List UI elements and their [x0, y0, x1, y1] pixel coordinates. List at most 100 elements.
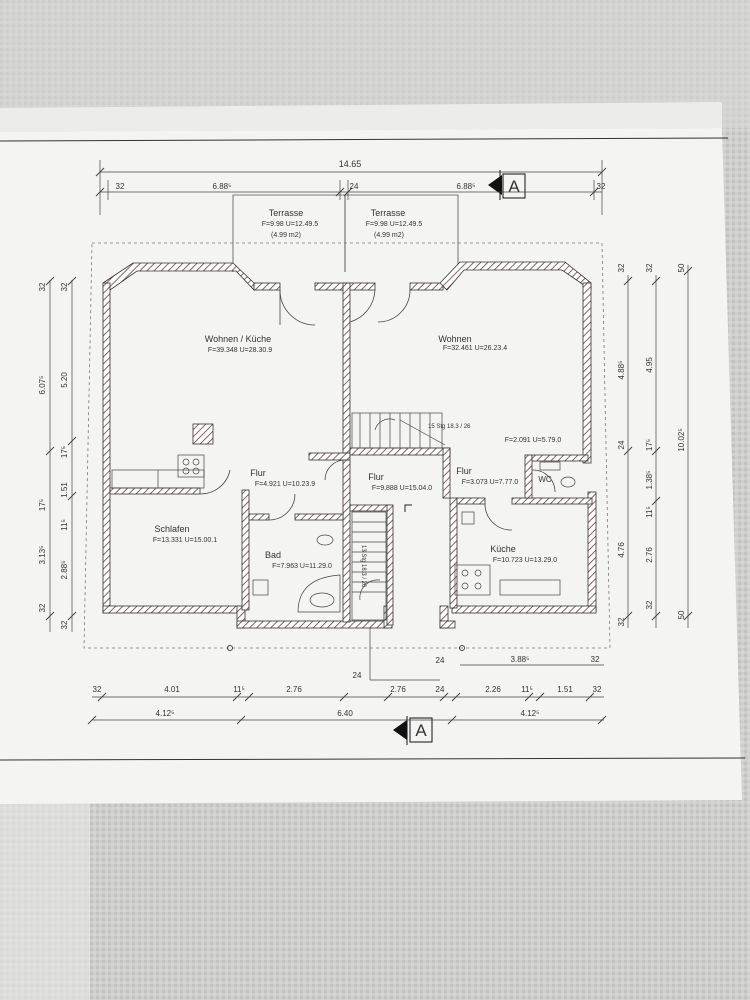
fixtures [111, 454, 576, 613]
interior-walls [109, 282, 593, 626]
room-name: Flur [456, 466, 472, 476]
room-flur-center: Flur F=9.888 U=15.04.0 [368, 472, 432, 492]
room-area: F=39.348 U=28.30.9 [208, 347, 272, 354]
svg-text:4.12⁵: 4.12⁵ [521, 709, 540, 718]
svg-text:2.76: 2.76 [390, 685, 406, 694]
dim-bottom-24-extra: 24 [436, 656, 445, 665]
stair-lower [351, 511, 387, 621]
svg-text:50: 50 [677, 263, 686, 272]
svg-text:32: 32 [645, 263, 654, 272]
dims-bottom-row2: 4.12⁵ 6.40 4.12⁵ [156, 709, 540, 718]
svg-text:24: 24 [353, 671, 362, 680]
svg-text:11⁵: 11⁵ [521, 685, 533, 694]
room-name: Bad [265, 550, 281, 560]
room-area: F=9.98 U=12.49.5 [366, 221, 423, 228]
svg-text:32: 32 [60, 620, 69, 629]
svg-text:11⁵: 11⁵ [60, 519, 69, 531]
room-name: Flur [250, 468, 266, 478]
dim-top-32-right: 32 [597, 182, 606, 191]
room-area: F=13.331 U=15.00.1 [153, 537, 217, 544]
stair-upper [351, 412, 446, 449]
room-wohnen: Wohnen F=32.461 U=26.23.4 [438, 334, 507, 352]
svg-text:1.51: 1.51 [557, 685, 573, 694]
svg-text:32: 32 [645, 600, 654, 609]
dims-right-outer: 50 10.02⁵ 50 [677, 263, 686, 619]
room-wc: WC F=2.091 U=5.79.0 [505, 437, 562, 484]
svg-text:2.76: 2.76 [286, 685, 302, 694]
room-name: Küche [490, 544, 516, 554]
svg-text:32: 32 [60, 282, 69, 291]
dimension-ticks [45, 167, 693, 725]
dim-top-32-left: 32 [116, 182, 125, 191]
svg-text:4.95: 4.95 [645, 357, 654, 373]
room-name: Terrasse [371, 208, 406, 218]
room-name: Schlafen [154, 524, 189, 534]
svg-text:11⁵: 11⁵ [233, 685, 245, 694]
svg-text:17⁵: 17⁵ [645, 439, 654, 451]
room-extra: (4.99 m2) [271, 232, 301, 239]
section-label-bottom: A [415, 721, 427, 740]
svg-text:32: 32 [38, 603, 47, 612]
room-area: F=7.963 U=11.29.0 [272, 563, 332, 570]
room-name: Wohnen [438, 334, 471, 344]
room-name: Terrasse [269, 208, 304, 218]
svg-text:24: 24 [617, 440, 626, 449]
svg-text:32: 32 [38, 282, 47, 291]
svg-text:4.01: 4.01 [164, 685, 180, 694]
door-swings [199, 289, 556, 531]
exterior-walls [102, 261, 597, 629]
dim-left-175: 17⁵ [38, 499, 47, 511]
svg-text:11⁵: 11⁵ [645, 506, 654, 518]
svg-text:2.26: 2.26 [485, 685, 501, 694]
svg-text:6.40: 6.40 [337, 709, 353, 718]
svg-text:2.88⁵: 2.88⁵ [60, 561, 69, 580]
room-schlafen: Schlafen F=13.331 U=15.00.1 [153, 524, 217, 544]
svg-text:10.02⁵: 10.02⁵ [677, 428, 686, 451]
svg-text:4.12⁵: 4.12⁵ [156, 709, 175, 718]
dim-top-left-half: 6.88⁵ [213, 182, 232, 191]
svg-text:32: 32 [93, 685, 102, 694]
dim-top-right-half: 6.88⁵ [457, 182, 476, 191]
room-area: F=9.98 U=12.49.5 [262, 221, 319, 228]
svg-text:2.76: 2.76 [645, 547, 654, 563]
room-flur-left: Flur F=4.921 U=10.23.9 [250, 468, 315, 488]
room-name: WC [538, 475, 552, 484]
svg-text:4.88⁵: 4.88⁵ [617, 361, 626, 380]
svg-text:32: 32 [617, 617, 626, 626]
dims-bottom-row1: 32 4.01 11⁵ 2.76 24 2.76 24 2.26 11⁵ 1.5… [93, 671, 602, 694]
paper-sheet [0, 102, 746, 804]
dim-top-24: 24 [350, 182, 359, 191]
section-marker-bottom [393, 716, 433, 745]
dimension-lines [49, 160, 689, 721]
room-name: Flur [368, 472, 384, 482]
dims-right-mid: 32 4.95 17⁵ 1.38⁵ 11⁵ 2.76 32 [645, 263, 654, 609]
dims-left-inner: 32 5.20 17⁵ 1.51 11⁵ 2.88⁵ 32 [60, 282, 69, 629]
section-label-top: A [508, 177, 520, 196]
svg-text:24: 24 [436, 685, 445, 694]
svg-text:4.76: 4.76 [617, 542, 626, 558]
stair-upper-label: 15 Stg 18.3 / 26 [428, 424, 471, 430]
room-area: F=3.073 U=7.77.0 [462, 479, 519, 486]
dim-bottom-32: 32 [591, 655, 600, 664]
corner-mark [459, 645, 465, 651]
room-area: F=2.091 U=5.79.0 [505, 437, 562, 444]
dims-right-inner: 32 4.88⁵ 24 4.76 32 [617, 263, 626, 626]
svg-text:5.20: 5.20 [60, 372, 69, 388]
room-terrasse-left: Terrasse F=9.98 U=12.49.5 (4.99 m2) [262, 208, 319, 239]
corner-mark [227, 645, 233, 651]
center-marker [404, 504, 412, 512]
svg-text:6.07⁵: 6.07⁵ [38, 376, 47, 395]
terrace-outlines [232, 194, 459, 272]
room-area: F=10.723 U=13.29.0 [493, 557, 557, 564]
svg-text:1.51: 1.51 [60, 482, 69, 498]
svg-text:17⁵: 17⁵ [60, 446, 69, 458]
dim-bottom-388: 3.88⁵ [511, 655, 530, 664]
dim-top-total: 14.65 [339, 159, 362, 169]
svg-text:32: 32 [617, 263, 626, 272]
room-area: F=9.888 U=15.04.0 [372, 485, 432, 492]
room-wohnen-kueche: Wohnen / Küche F=39.348 U=28.30.9 [205, 334, 272, 354]
svg-text:3.13⁵: 3.13⁵ [38, 546, 47, 565]
svg-text:1.38⁵: 1.38⁵ [645, 471, 654, 490]
room-area: F=32.461 U=26.23.4 [443, 345, 507, 352]
svg-text:50: 50 [677, 610, 686, 619]
